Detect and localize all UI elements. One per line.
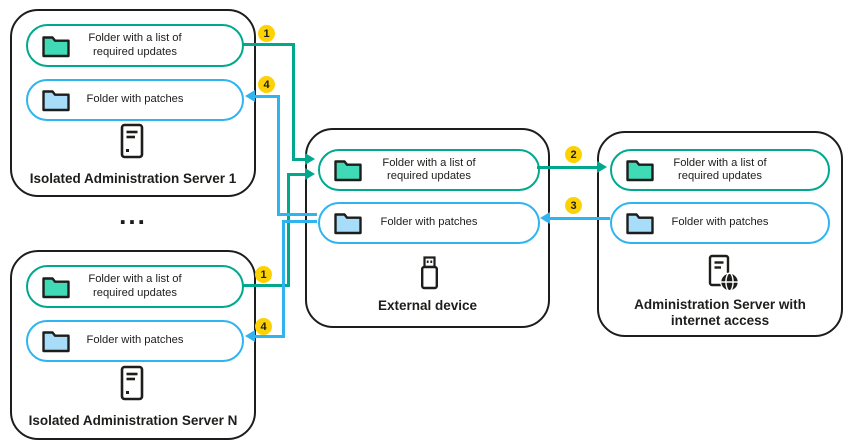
- folder-updates-label: Folder with a list of required updates: [382, 156, 476, 183]
- isolated-server-1-box: Folder with a list of required updates F…: [10, 9, 256, 197]
- step4-line-serverN: [282, 220, 317, 223]
- admin-server-box: Folder with a list of required updates F…: [597, 131, 843, 337]
- step1-line-server1: [292, 43, 295, 160]
- folder-updates-pill: Folder with a list of required updates: [26, 265, 244, 308]
- folder-updates-label: Folder with a list of required updates: [88, 273, 182, 299]
- step4-arrowhead: [245, 330, 255, 342]
- folder-icon: [42, 35, 70, 57]
- folder-patches-label: Folder with patches: [86, 93, 184, 106]
- folder-icon: [334, 160, 362, 182]
- folder-updates-pill: Folder with a list of required updates: [610, 149, 830, 191]
- step1-line-serverN: [287, 173, 306, 176]
- step4-line-serverN: [253, 335, 285, 338]
- step1-arrowhead: [305, 168, 315, 180]
- admin-server-title: Administration Server with internet acce…: [634, 297, 806, 328]
- external-device-box: Folder with a list of required updates F…: [305, 128, 550, 328]
- folder-updates-pill: Folder with a list of required updates: [26, 24, 244, 67]
- step1-line-serverN: [287, 173, 290, 287]
- step1-line-server1: [242, 43, 295, 46]
- folder-patches-label: Folder with patches: [86, 334, 184, 347]
- step1-line-serverN: [242, 284, 290, 287]
- step2-line: [537, 166, 598, 169]
- step-badge-1: 1: [258, 25, 275, 42]
- server-tower-icon: [120, 365, 144, 401]
- folder-icon: [42, 331, 70, 353]
- folder-icon: [626, 160, 654, 182]
- server-globe-icon: [708, 254, 739, 292]
- servers-ellipsis: ...: [119, 200, 147, 230]
- step2-arrowhead: [597, 161, 607, 173]
- folder-icon: [334, 213, 362, 235]
- step-badge-1: 1: [255, 266, 272, 283]
- step1-line-server1: [292, 158, 306, 161]
- step4-line-server1: [277, 213, 317, 216]
- folder-icon: [626, 213, 654, 235]
- folder-patches-pill: Folder with patches: [26, 79, 244, 121]
- step-badge-4: 4: [255, 318, 272, 335]
- step3-line: [549, 217, 610, 220]
- step-badge-2: 2: [565, 146, 582, 163]
- folder-icon: [42, 90, 70, 112]
- folder-updates-label: Folder with a list of required updates: [88, 32, 182, 58]
- step3-arrowhead: [540, 212, 550, 224]
- step4-arrowhead: [245, 90, 255, 102]
- folder-patches-label: Folder with patches: [671, 216, 769, 229]
- folder-patches-pill: Folder with patches: [26, 320, 244, 362]
- step-badge-4: 4: [258, 76, 275, 93]
- folder-patches-label: Folder with patches: [380, 216, 478, 229]
- isolated-server-n-title: Isolated Administration Server N: [28, 413, 238, 428]
- usb-drive-icon: [421, 256, 439, 290]
- server-tower-icon: [120, 123, 144, 159]
- step-badge-3: 3: [565, 197, 582, 214]
- folder-updates-pill: Folder with a list of required updates: [318, 149, 540, 191]
- folder-updates-label: Folder with a list of required updates: [673, 156, 767, 183]
- external-device-title: External device: [377, 298, 478, 313]
- isolated-server-n-box: Folder with a list of required updates F…: [10, 250, 256, 440]
- folder-icon: [42, 276, 70, 298]
- folder-patches-pill: Folder with patches: [610, 202, 830, 244]
- step4-line-server1: [253, 95, 280, 98]
- isolated-server-1-title: Isolated Administration Server 1: [29, 171, 237, 186]
- step4-line-serverN: [282, 220, 285, 338]
- step4-line-server1: [277, 95, 280, 216]
- folder-patches-pill: Folder with patches: [318, 202, 540, 244]
- step1-arrowhead: [305, 153, 315, 165]
